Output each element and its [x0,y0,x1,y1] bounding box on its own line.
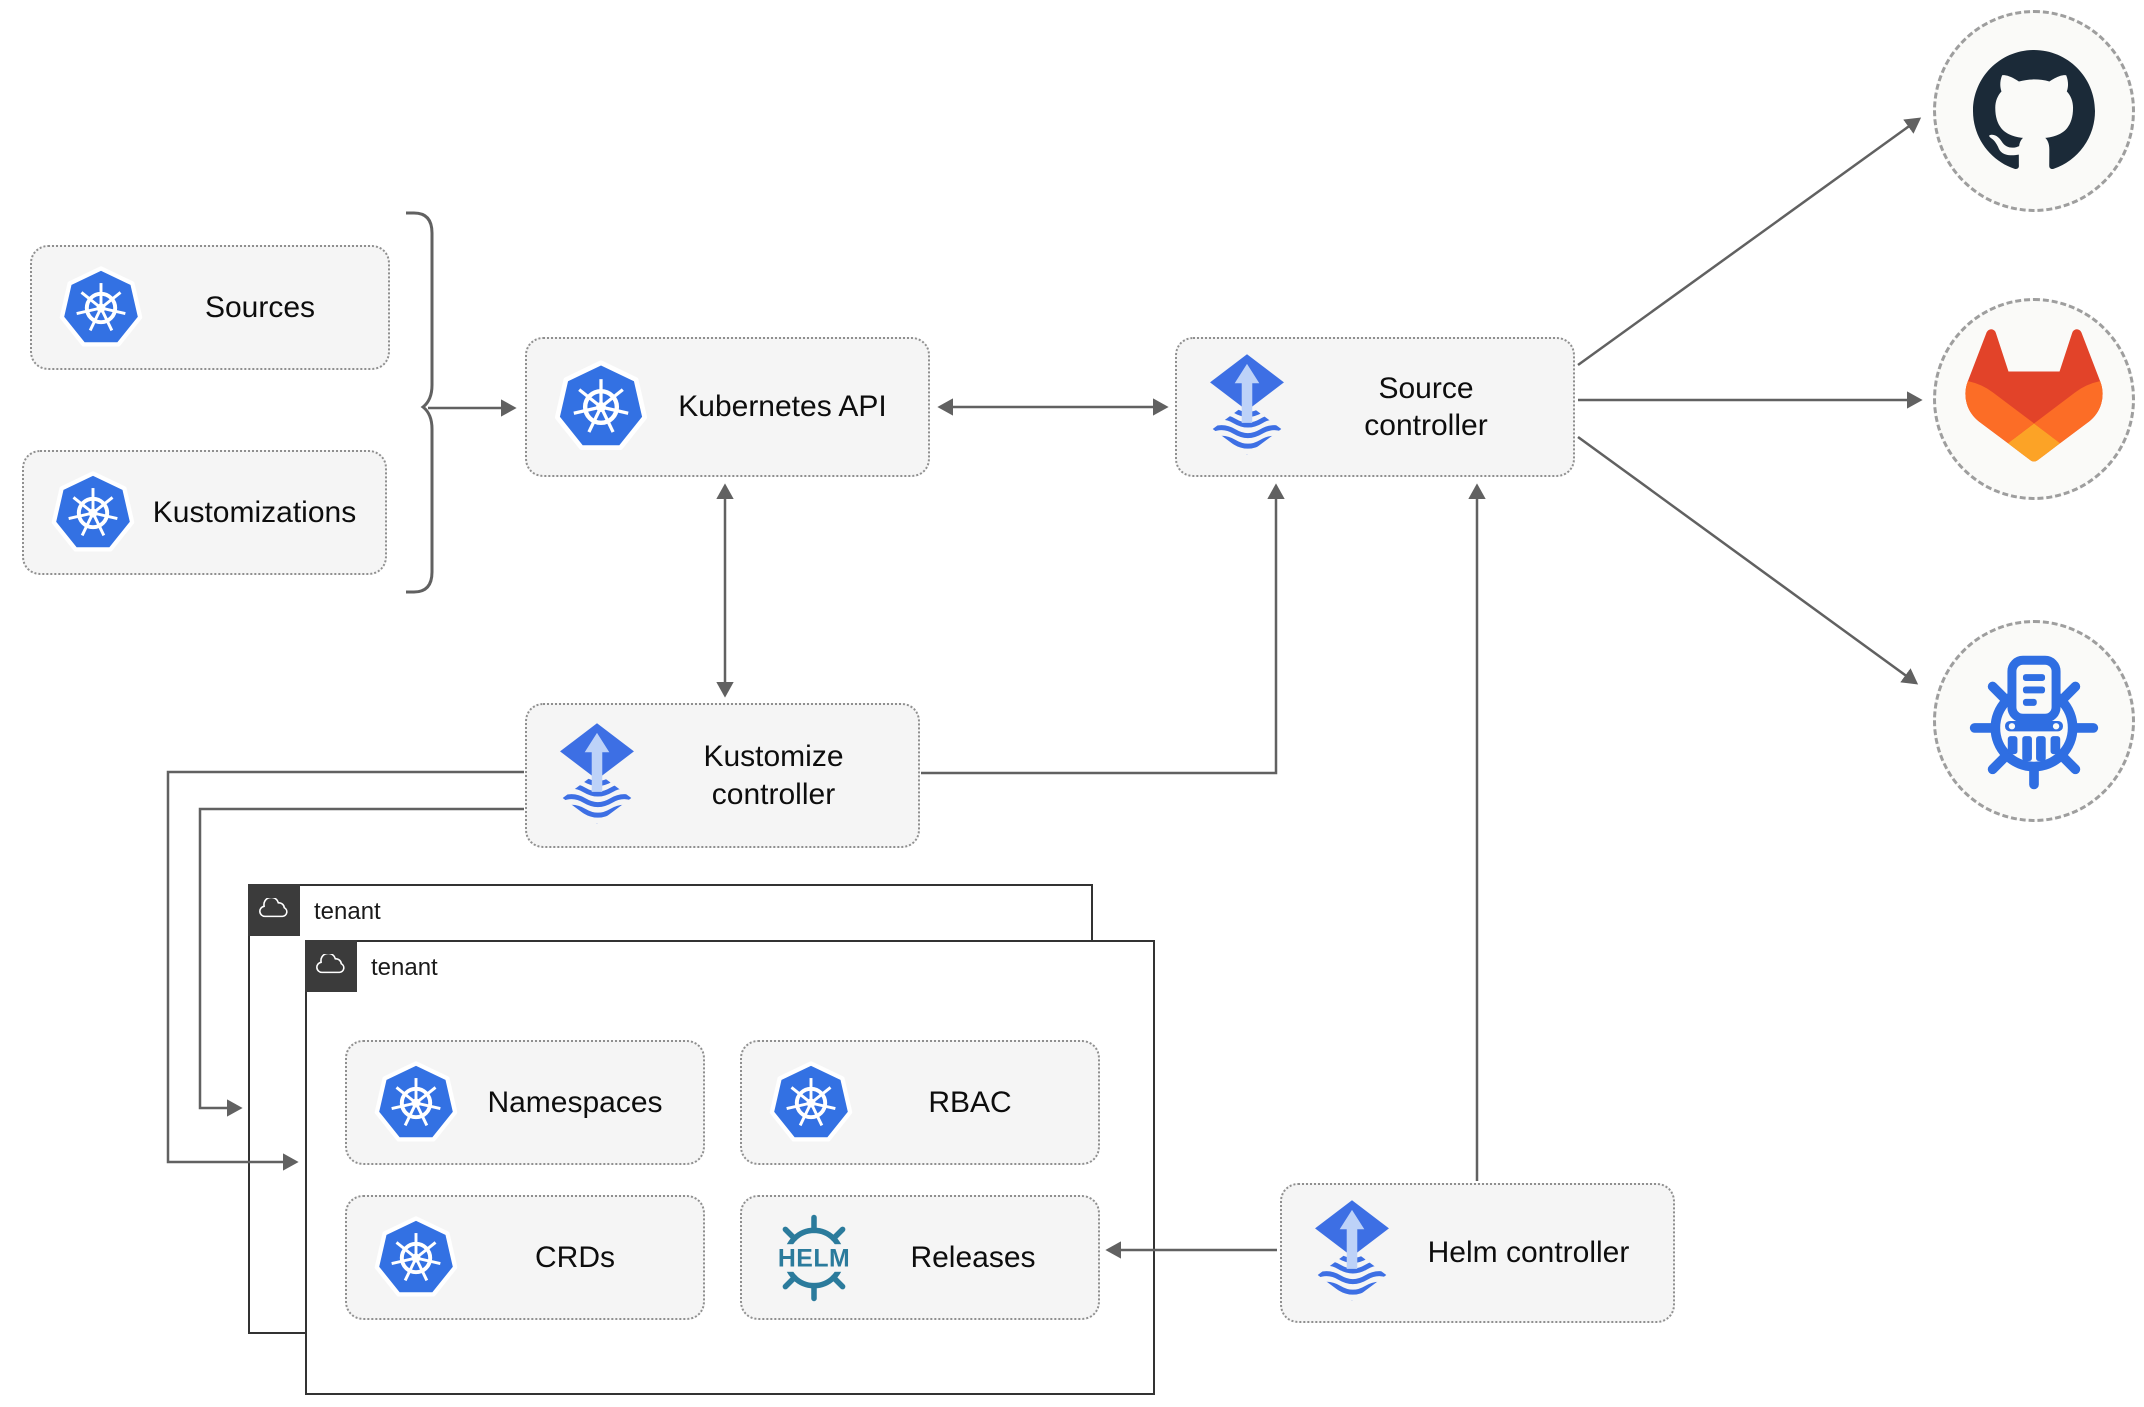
sources-label: Sources [204,290,316,324]
helm-logo-icon [768,1212,860,1304]
kubernetes-icon [373,1060,459,1146]
kubernetes-icon [58,265,144,351]
source-controller-node: Source controller [1175,337,1575,477]
gitlab-target [1933,298,2135,500]
bracket-sources-kustomizations [406,211,434,594]
source-controller-label: Source controller [1364,371,1488,443]
tenant-inner-group: tenant [305,940,1155,1395]
cloud-icon [314,954,348,978]
gitlab-icon [1959,324,2109,474]
kubernetes-api-node: Kubernetes API [525,337,930,477]
tenant-inner-tab [305,940,357,992]
helm-repository-target [1933,620,2135,822]
github-target [1933,10,2135,212]
flux-icon [553,718,641,834]
helm-repository-icon [1965,652,2103,790]
rbac-node: RBAC [740,1040,1100,1165]
flux-icon [1308,1195,1396,1311]
releases-label: Releases [910,1240,1036,1274]
kubernetes-icon [50,470,136,556]
kubernetes-icon [373,1215,459,1301]
rbac-label: RBAC [928,1085,1012,1119]
crds-node: CRDs [345,1195,705,1320]
connector-kustomize-to-source-controller [921,483,1285,775]
cloud-icon [257,898,291,922]
github-icon [1973,50,2095,172]
namespaces-node: Namespaces [345,1040,705,1165]
sources-node: Sources [30,245,390,370]
releases-node: Releases [740,1195,1100,1320]
helm-controller-node: Helm controller [1280,1183,1675,1323]
kubernetes-icon [768,1060,854,1146]
kustomizations-node: Kustomizations [22,450,387,575]
kustomize-controller-label: Kustomize controller [703,740,844,811]
connector-source-controller-to-github [1577,117,1922,367]
flux-icon [1203,349,1291,465]
connector-source-controller-to-helm-repository [1577,435,1919,685]
helm-controller-label: Helm controller [1427,1236,1630,1270]
crds-label: CRDs [535,1240,615,1274]
tenant-outer-tab [248,884,300,936]
kustomizations-label: Kustomizations [152,495,357,529]
kubernetes-api-label: Kubernetes API [678,390,887,424]
kustomize-controller-node: Kustomize controller [525,703,920,848]
tenant-outer-label: tenant [314,898,381,925]
tenant-inner-label: tenant [371,954,438,981]
namespaces-label: Namespaces [487,1085,663,1119]
kubernetes-icon [553,359,649,455]
